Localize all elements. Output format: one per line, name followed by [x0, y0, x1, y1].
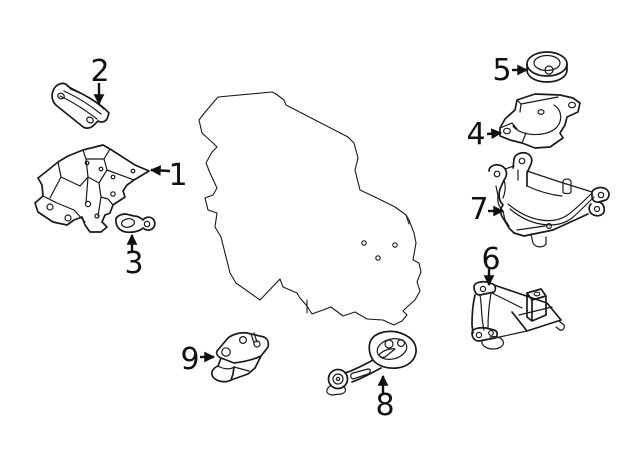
part-drawing-2-upper-bracket[interactable] — [51, 82, 110, 129]
callout-4[interactable]: 4 — [466, 117, 503, 152]
part-drawing-6-lower-bracket[interactable] — [471, 280, 565, 350]
part-drawing-7-support-bracket[interactable] — [488, 151, 610, 248]
callout-7-label: 7 — [469, 192, 488, 227]
callout-2-label: 2 — [90, 54, 109, 89]
callout-6[interactable]: 6 — [481, 242, 501, 287]
part-drawing-4-transmission-mount[interactable] — [499, 93, 581, 149]
callout-4-arrow — [486, 128, 503, 140]
callout-1-arrow — [149, 165, 171, 176]
callout-3-label: 3 — [124, 246, 143, 281]
part-drawing-9-front-mount[interactable] — [210, 331, 270, 383]
callout-9-label: 9 — [180, 342, 199, 377]
callout-8[interactable]: 8 — [375, 374, 395, 423]
engine-outline-drawing — [198, 91, 422, 326]
part-drawing-1-engine-mount[interactable] — [34, 144, 150, 233]
callout-1-label: 1 — [168, 158, 187, 193]
callout-5[interactable]: 5 — [492, 53, 529, 88]
callout-7[interactable]: 7 — [469, 192, 505, 227]
callout-5-label: 5 — [492, 53, 511, 88]
callout-4-label: 4 — [466, 117, 485, 152]
part-drawing-5-insulator-disc[interactable] — [526, 51, 568, 83]
callout-8-label: 8 — [375, 388, 394, 423]
callout-2[interactable]: 2 — [90, 54, 110, 106]
callout-6-label: 6 — [481, 242, 500, 277]
callout-1[interactable]: 1 — [149, 158, 188, 193]
callout-9[interactable]: 9 — [180, 342, 216, 377]
part-drawing-3-stopper-plate[interactable] — [115, 213, 156, 234]
callout-3[interactable]: 3 — [124, 233, 144, 281]
part-drawing-8-torque-rod[interactable] — [326, 330, 417, 396]
